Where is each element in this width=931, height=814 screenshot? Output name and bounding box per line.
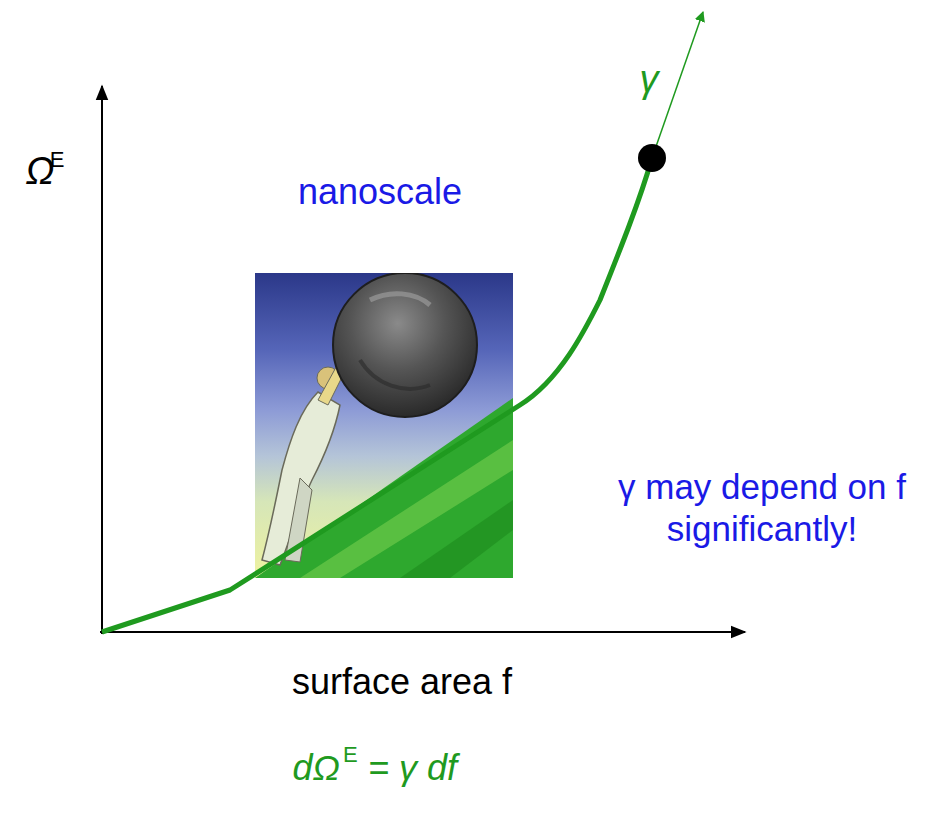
scale-note: nanoscale	[298, 170, 462, 213]
axis-title: surface area f	[292, 660, 512, 703]
sisyphus-picture	[255, 273, 513, 578]
dependence-note: γ may depend on f significantly!	[615, 466, 910, 550]
formula-part: dΩ	[293, 746, 340, 789]
x-axis	[100, 631, 745, 633]
state-dot	[638, 144, 666, 172]
formula-superscript: E	[343, 742, 358, 768]
tangent-arrow	[652, 12, 703, 158]
energy-curve	[102, 158, 652, 632]
y-axis	[101, 86, 103, 634]
formula-part: = γ df	[368, 746, 457, 789]
axis-superscript: E	[50, 147, 65, 173]
slope-symbol: γ	[640, 57, 659, 103]
